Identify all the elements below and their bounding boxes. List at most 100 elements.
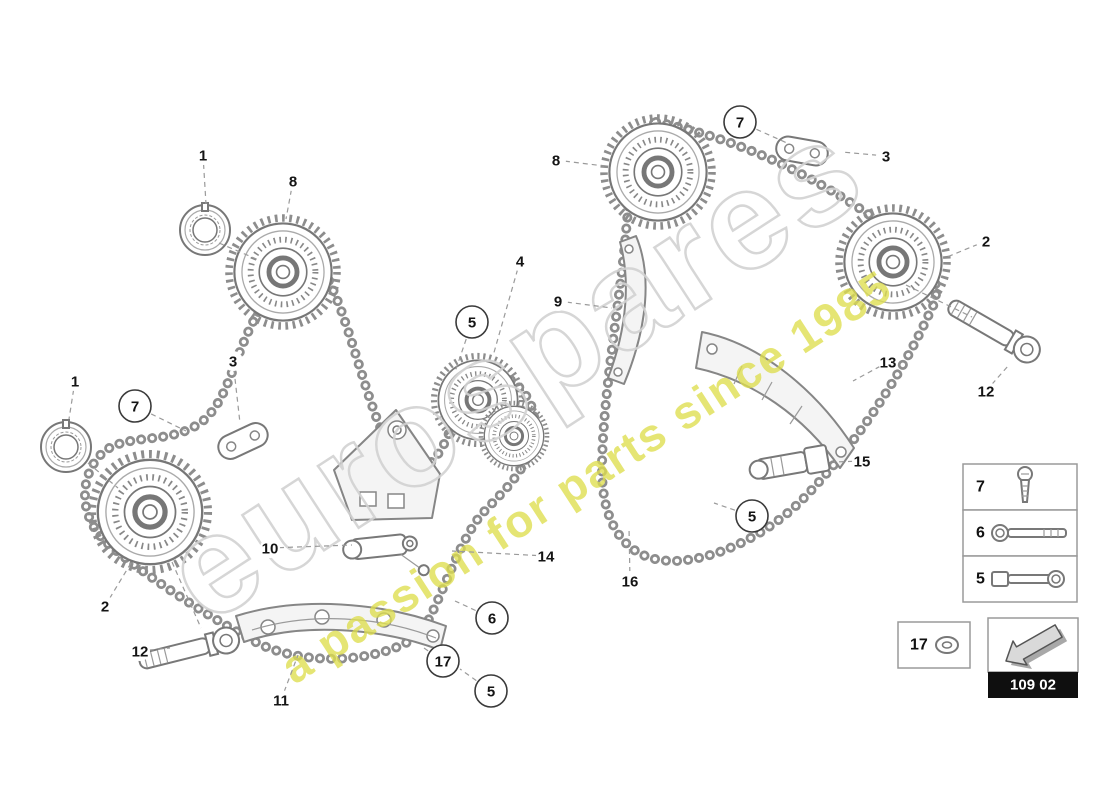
bearing-ring-1-top [179, 202, 231, 256]
callout-halo [271, 690, 291, 710]
tensioner-arm-guide [333, 409, 441, 521]
legend-bolt-6[interactable]: 6 [962, 509, 1078, 557]
callout-label: 14 [538, 549, 555, 566]
callout-10-15[interactable]: 10 [260, 538, 353, 558]
callout-label: 17 [435, 654, 452, 671]
callout-halo [130, 641, 150, 661]
direction-arrow-icon [1005, 624, 1068, 669]
chain-tensioner-10 [342, 533, 430, 577]
pan-head-screw-icon [1017, 466, 1033, 503]
legend-bolt-5[interactable]: 5 [962, 555, 1078, 603]
callout-9-4[interactable]: 9 [548, 291, 613, 311]
legend-label-6: 6 [976, 525, 985, 542]
timing-chain-right [596, 116, 942, 566]
callout-label: 15 [854, 454, 871, 471]
legend-label-7: 7 [976, 479, 985, 496]
callout-13-10[interactable]: 13 [852, 352, 898, 382]
callout-circle [455, 305, 489, 339]
callout-8-1[interactable]: 8 [283, 171, 303, 220]
chain-guide-13 [695, 331, 855, 469]
callout-circle [474, 674, 508, 708]
bolt-12-right [942, 292, 1046, 369]
callout-5-12[interactable]: 5 [713, 499, 769, 533]
bracket-3-left [217, 422, 269, 460]
callout-label: 3 [882, 149, 890, 166]
callout-label: 8 [552, 153, 560, 170]
bracket-3-right [775, 135, 829, 167]
callout-11-19[interactable]: 11 [271, 654, 299, 710]
callout-7-6[interactable]: 7 [723, 105, 788, 144]
legend-label-5: 5 [976, 571, 985, 588]
callout-circle [475, 601, 509, 635]
callout-15-11[interactable]: 15 [833, 451, 872, 471]
callout-16-13[interactable]: 16 [620, 526, 640, 591]
callout-halo [260, 538, 280, 558]
callout-label: 2 [101, 599, 109, 616]
callout-halo [620, 571, 640, 591]
callout-label: 12 [978, 384, 995, 401]
callout-3-7[interactable]: 3 [841, 146, 896, 166]
callout-2-21[interactable]: 2 [95, 562, 132, 616]
bearing-ring-1-left [40, 419, 92, 473]
callout-halo [976, 231, 996, 251]
legend-washer-17[interactable]: 17 [897, 621, 971, 669]
vvt-sprocket-8-left [229, 218, 337, 326]
callout-3-24[interactable]: 3 [223, 351, 243, 424]
callout-label: 3 [229, 354, 237, 371]
callout-label: 12 [132, 644, 149, 661]
callout-4-3[interactable]: 4 [492, 251, 530, 357]
long-bolt-icon [991, 524, 1067, 542]
callout-halo [95, 596, 115, 616]
chain-tensioner-15 [748, 444, 831, 480]
callout-halo [976, 381, 996, 401]
callout-halo [852, 451, 872, 471]
callout-12-9[interactable]: 12 [976, 365, 1009, 401]
callout-label: 5 [468, 315, 476, 332]
callout-1-0[interactable]: 1 [193, 145, 213, 205]
callout-7-23[interactable]: 7 [118, 389, 187, 432]
callout-5-2[interactable]: 5 [454, 305, 489, 373]
callout-label: 10 [262, 541, 279, 558]
callout-halo [193, 145, 213, 165]
legend-label-17: 17 [910, 637, 928, 654]
callout-label: 16 [622, 574, 639, 591]
callout-12-20[interactable]: 12 [130, 641, 171, 661]
callout-label: 11 [273, 693, 289, 710]
callout-halo [536, 546, 556, 566]
callout-circle [426, 644, 460, 678]
callout-6-16[interactable]: 6 [454, 600, 509, 635]
callout-halo [876, 146, 896, 166]
callout-circle [735, 499, 769, 533]
callout-14-14[interactable]: 14 [451, 546, 556, 566]
stud-bolt-icon [991, 570, 1065, 588]
callout-label: 7 [131, 399, 139, 416]
callout-label: 13 [880, 355, 897, 372]
washer-icon [935, 636, 959, 654]
callout-label: 6 [488, 611, 496, 628]
callout-label: 9 [554, 294, 562, 311]
callout-halo [510, 251, 530, 271]
callout-label: 8 [289, 174, 297, 191]
callout-halo [223, 351, 243, 371]
callout-halo [546, 150, 566, 170]
callout-label: 1 [71, 374, 79, 391]
callout-circle [118, 389, 152, 423]
callout-1-22[interactable]: 1 [65, 371, 85, 420]
legend-bolt-7[interactable]: 7 [962, 463, 1078, 511]
callout-8-5[interactable]: 8 [546, 150, 605, 170]
callout-label: 5 [748, 509, 756, 526]
callout-halo [548, 291, 568, 311]
callout-circle [723, 105, 757, 139]
part-code: 109 02 [1010, 677, 1056, 694]
callout-label: 7 [736, 115, 744, 132]
callout-label: 1 [199, 148, 207, 165]
diagram-code-box: 109 02 [987, 617, 1079, 698]
callout-17-17[interactable]: 17 [420, 644, 460, 678]
callout-2-8[interactable]: 2 [946, 231, 996, 258]
callout-label: 5 [487, 684, 495, 701]
callout-halo [65, 371, 85, 391]
callout-5-18[interactable]: 5 [459, 668, 508, 708]
